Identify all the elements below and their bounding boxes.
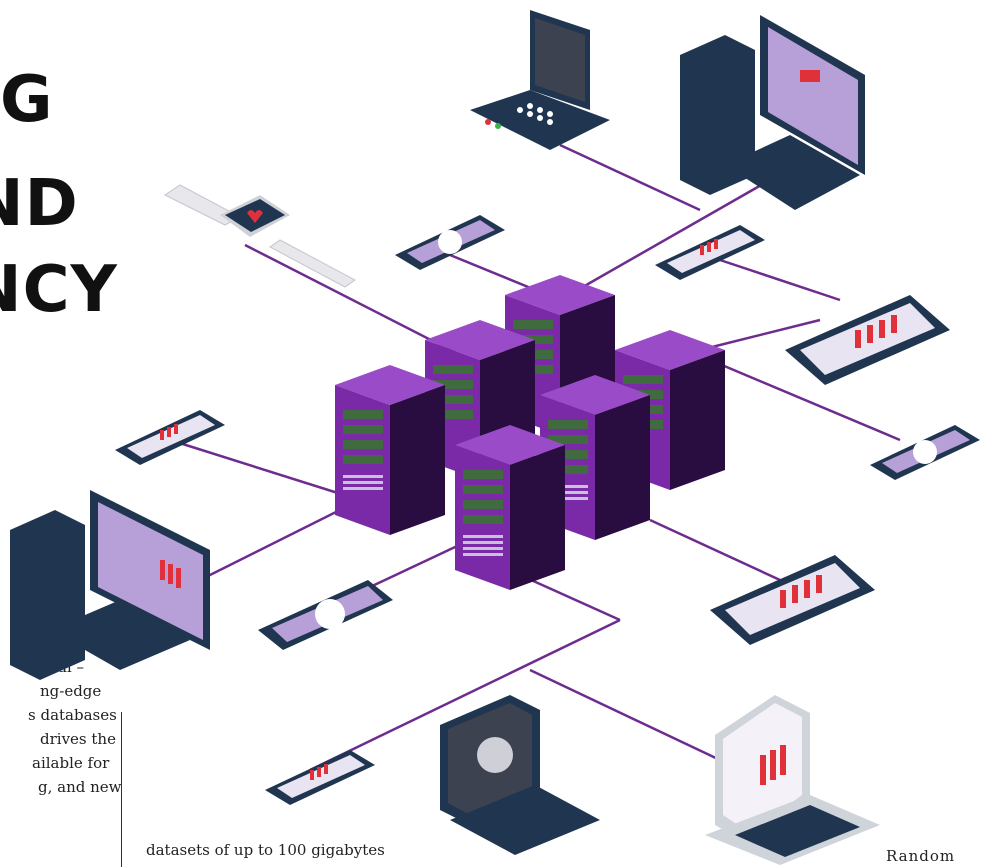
headline-line-1: G (0, 63, 54, 137)
phone-chart (655, 225, 765, 280)
caption-text: datasets of up to 100 gigabytes (146, 841, 385, 859)
phone-chart (115, 410, 225, 465)
phone-chart (265, 750, 375, 805)
body-text-line-3: s databases (28, 706, 117, 724)
desktop-ecg (680, 15, 865, 210)
phone-nurse (258, 580, 393, 650)
body-text-line-2: ng-edge (40, 682, 102, 700)
server-rack (540, 375, 650, 540)
server-rack (335, 365, 445, 535)
smartwatch (164, 184, 356, 288)
desktop-records (10, 490, 210, 680)
server-rack (455, 425, 565, 590)
body-text-line-5: ailable for (32, 754, 110, 772)
tablet-chart (710, 555, 875, 645)
brain-icon (477, 737, 513, 773)
laptop-ultrasound (470, 10, 610, 150)
tablet-chart (785, 295, 950, 385)
headline-line-3: NCY (0, 253, 118, 327)
body-text-line-6: g, and new (38, 778, 122, 796)
heart-icon (247, 210, 263, 223)
headline-line-2: ND (0, 167, 79, 241)
server-cluster (335, 275, 725, 590)
side-caption-text: Random (886, 847, 956, 865)
phone-nurse (395, 215, 505, 270)
laptop-chart (705, 695, 880, 865)
phone-nurse (870, 425, 980, 480)
laptop-brain-scan (440, 695, 600, 855)
network-lines (169, 143, 901, 772)
column-divider (121, 712, 122, 867)
body-text-line-4: drives the (40, 730, 116, 748)
